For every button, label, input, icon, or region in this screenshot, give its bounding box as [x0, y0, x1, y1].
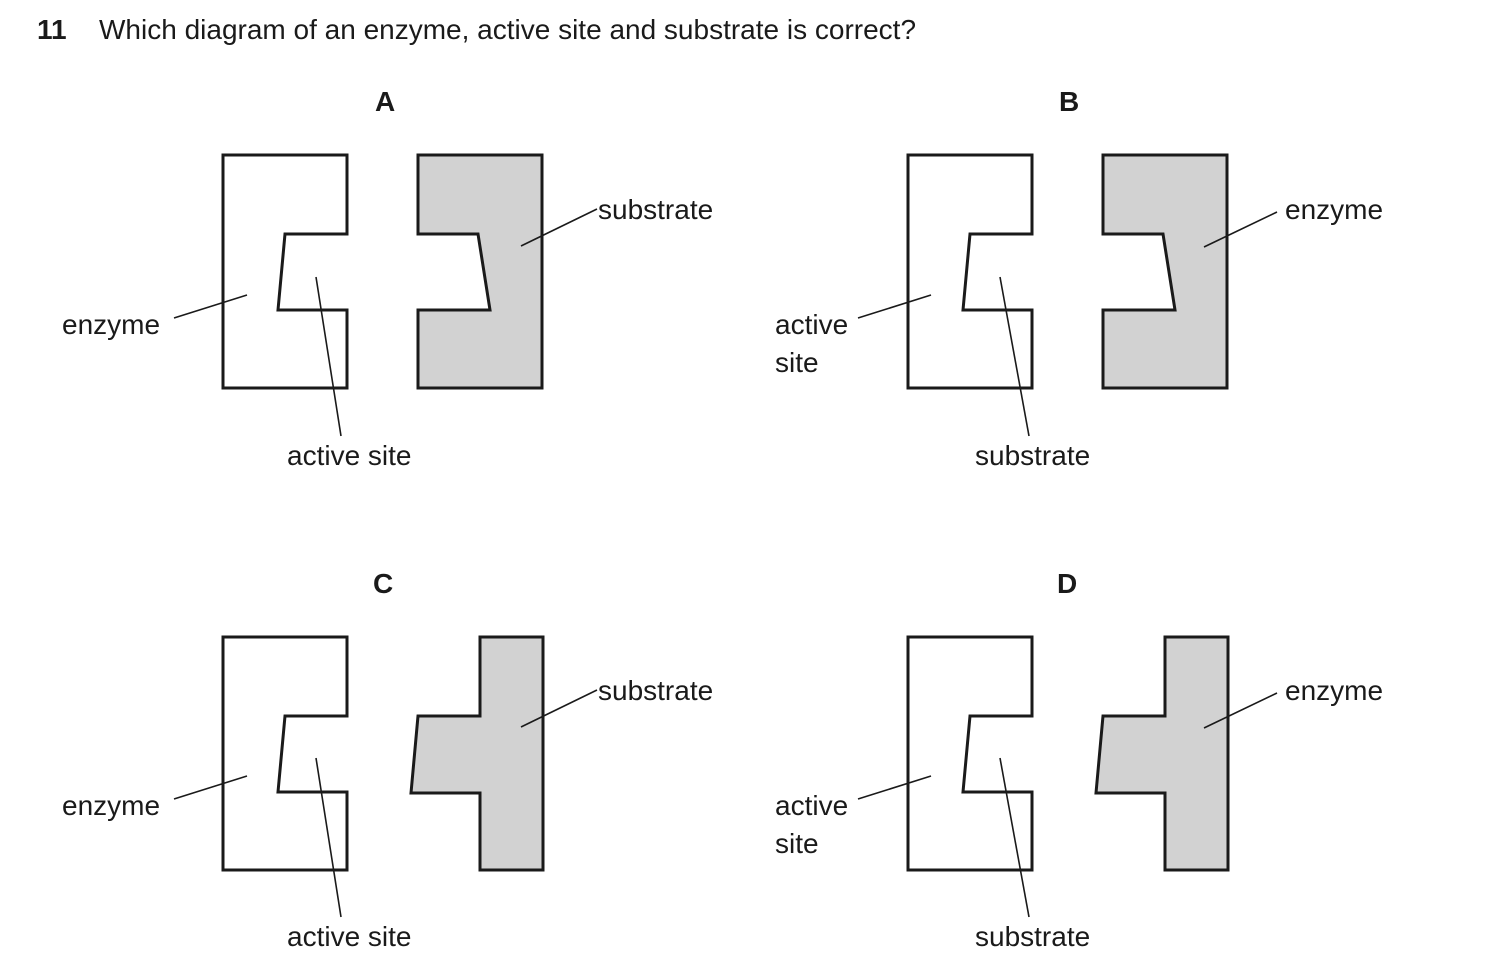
panel-d-white-shape [906, 635, 1034, 872]
panel-d-right-leader-line [1203, 692, 1278, 729]
panel-c-right-label: substrate [598, 675, 714, 706]
panel-c-bottom-leader-line [315, 757, 342, 918]
panel-a-gray-shape [416, 153, 544, 390]
panel-a-bottom-leader-line [315, 276, 342, 437]
panel-b-right-leader-line [1203, 211, 1278, 248]
panel-c-gray-shape [409, 635, 545, 872]
panel-c-side-label: enzyme [62, 790, 161, 821]
panel-d-right-label: enzyme [1285, 675, 1384, 706]
panel-d-gray-shape [1094, 635, 1230, 872]
panel-d-bottom-label: substrate [975, 921, 1091, 952]
panel-a-side-leader-line [173, 294, 248, 319]
panel-b-side-leader-line [857, 294, 932, 319]
panel-c-white-shape [221, 635, 349, 872]
panel-b-bottom-leader-line [999, 276, 1030, 437]
panel-d-letter: D [1057, 568, 1078, 599]
panel-a-right-leader-line [520, 208, 598, 247]
panel-a-right-label: substrate [598, 194, 714, 225]
panel-d-side-leader-line [857, 775, 932, 800]
panel-b-white-shape [906, 153, 1034, 390]
panel-c-right-leader-line [520, 689, 598, 728]
panel-c-letter: C [373, 568, 394, 599]
panel-d-bottom-leader-line [999, 757, 1030, 918]
panel-d-side-label: active site [775, 790, 849, 859]
panel-b-bottom-label: substrate [975, 440, 1091, 471]
panel-c-bottom-label: active site [287, 921, 412, 952]
question-number: 11 [37, 14, 67, 45]
panel-a-white-shape [221, 153, 349, 390]
panel-b-gray-shape [1101, 153, 1229, 390]
panel-b-letter: B [1059, 86, 1080, 117]
panel-c-side-leader-line [173, 775, 248, 800]
panel-b-side-label: active site [775, 309, 849, 378]
panel-a-bottom-label: active site [287, 440, 412, 471]
panel-a-side-label: enzyme [62, 309, 161, 340]
panel-a-letter: A [375, 86, 396, 117]
question-text: Which diagram of an enzyme, active site … [99, 14, 917, 45]
panel-b-right-label: enzyme [1285, 194, 1384, 225]
